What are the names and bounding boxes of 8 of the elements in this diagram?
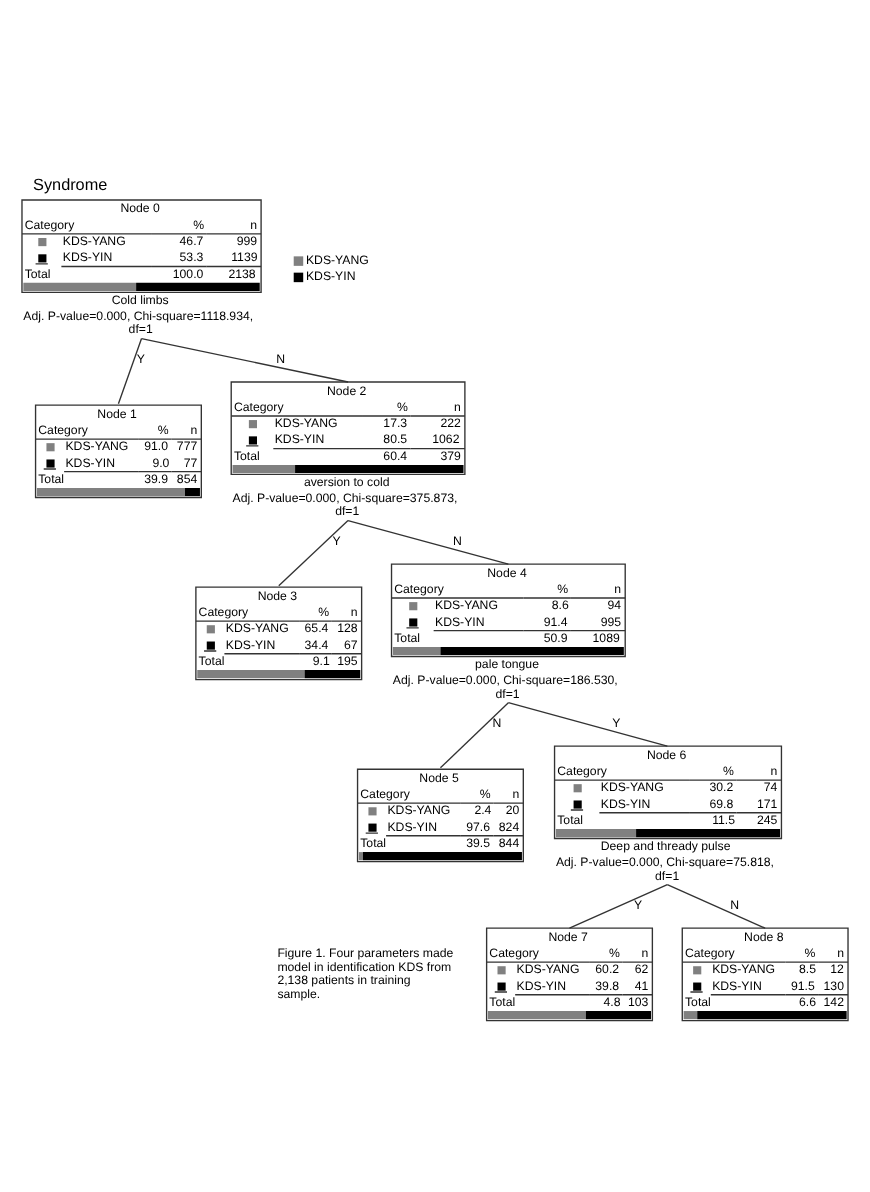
connector [507,701,668,747]
connector [568,884,668,929]
connector [140,337,349,383]
connector [117,337,143,405]
connector [439,701,510,769]
connector [666,884,766,929]
connector [278,519,349,587]
connector [347,519,510,565]
